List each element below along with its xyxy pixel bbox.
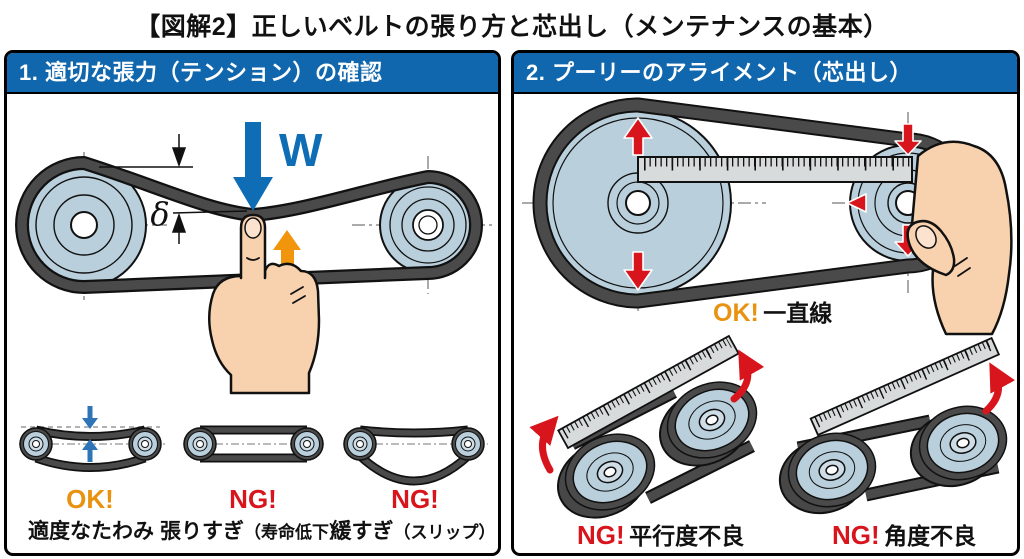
left-arrow-icon [846, 193, 867, 213]
rotate-arrow-icon [730, 349, 765, 403]
down-arrow-icon [623, 251, 653, 291]
verdict-ng-angular: NG! 角度不良 [832, 520, 977, 550]
belt-tension-diagram: δ W [15, 122, 495, 486]
load-label: W [279, 124, 323, 176]
ruler-icon [809, 336, 1001, 437]
verdict-ok-slack: OK! [66, 484, 114, 514]
example-ng-parallel-icon [529, 334, 765, 519]
example-ok-slack-icon [19, 406, 165, 472]
pulley-alignment-diagram [522, 97, 1016, 519]
verdict-ng-loose: NG! [391, 484, 439, 514]
delta-label: δ [150, 195, 169, 233]
verdict-ok-straight: OK! 一直線 [713, 299, 833, 327]
alignment-panel: 2. プーリーのアライメント（芯出し） [511, 50, 1020, 556]
pointing-hand-icon [208, 213, 321, 395]
alignment-panel-body: OK! 一直線 NG! 平行度不良 NG! 角度不良 [514, 94, 1017, 553]
tension-check-panel: 1. 適切な張力（テンション）の確認 [4, 50, 501, 556]
tension-panel-body: δ W [7, 94, 498, 553]
up-arrow-icon [623, 117, 653, 156]
tension-panel-header: 1. 適切な張力（テンション）の確認 [7, 53, 498, 94]
deflection-up-arrow-icon [82, 439, 98, 462]
page-title: 【図解2】正しいベルトの張り方と芯出し（メンテナンスの基本） [135, 13, 889, 41]
verdict-ng-parallel: NG! 平行度不良 [577, 520, 745, 550]
alignment-panel-header: 2. プーリーのアライメント（芯出し） [514, 53, 1017, 94]
verdict-ng-tight: NG! [229, 484, 277, 514]
push-up-arrow-icon [273, 230, 301, 272]
example-ng-angular-icon [778, 336, 1016, 515]
caption-ok-slack: 適度なたわみ [28, 520, 154, 543]
example-ng-tight-icon [183, 425, 325, 463]
ruler-icon [557, 334, 740, 450]
caption-ng-loose: 緩すぎ（スリップ） [330, 520, 496, 543]
deflection-down-arrow-icon [82, 406, 98, 429]
rotate-arrow-icon [529, 415, 559, 474]
down-arrow-icon [894, 123, 922, 156]
load-arrow-icon [233, 122, 273, 211]
straightedge-ruler-icon [637, 156, 913, 183]
example-ng-loose-icon [343, 425, 488, 486]
rotate-arrow-icon [982, 362, 1016, 415]
holding-hand-icon [906, 140, 1013, 336]
caption-ng-tight: 張りすぎ（寿命低下） [160, 520, 346, 543]
deflection-dimension-icon [99, 134, 248, 244]
